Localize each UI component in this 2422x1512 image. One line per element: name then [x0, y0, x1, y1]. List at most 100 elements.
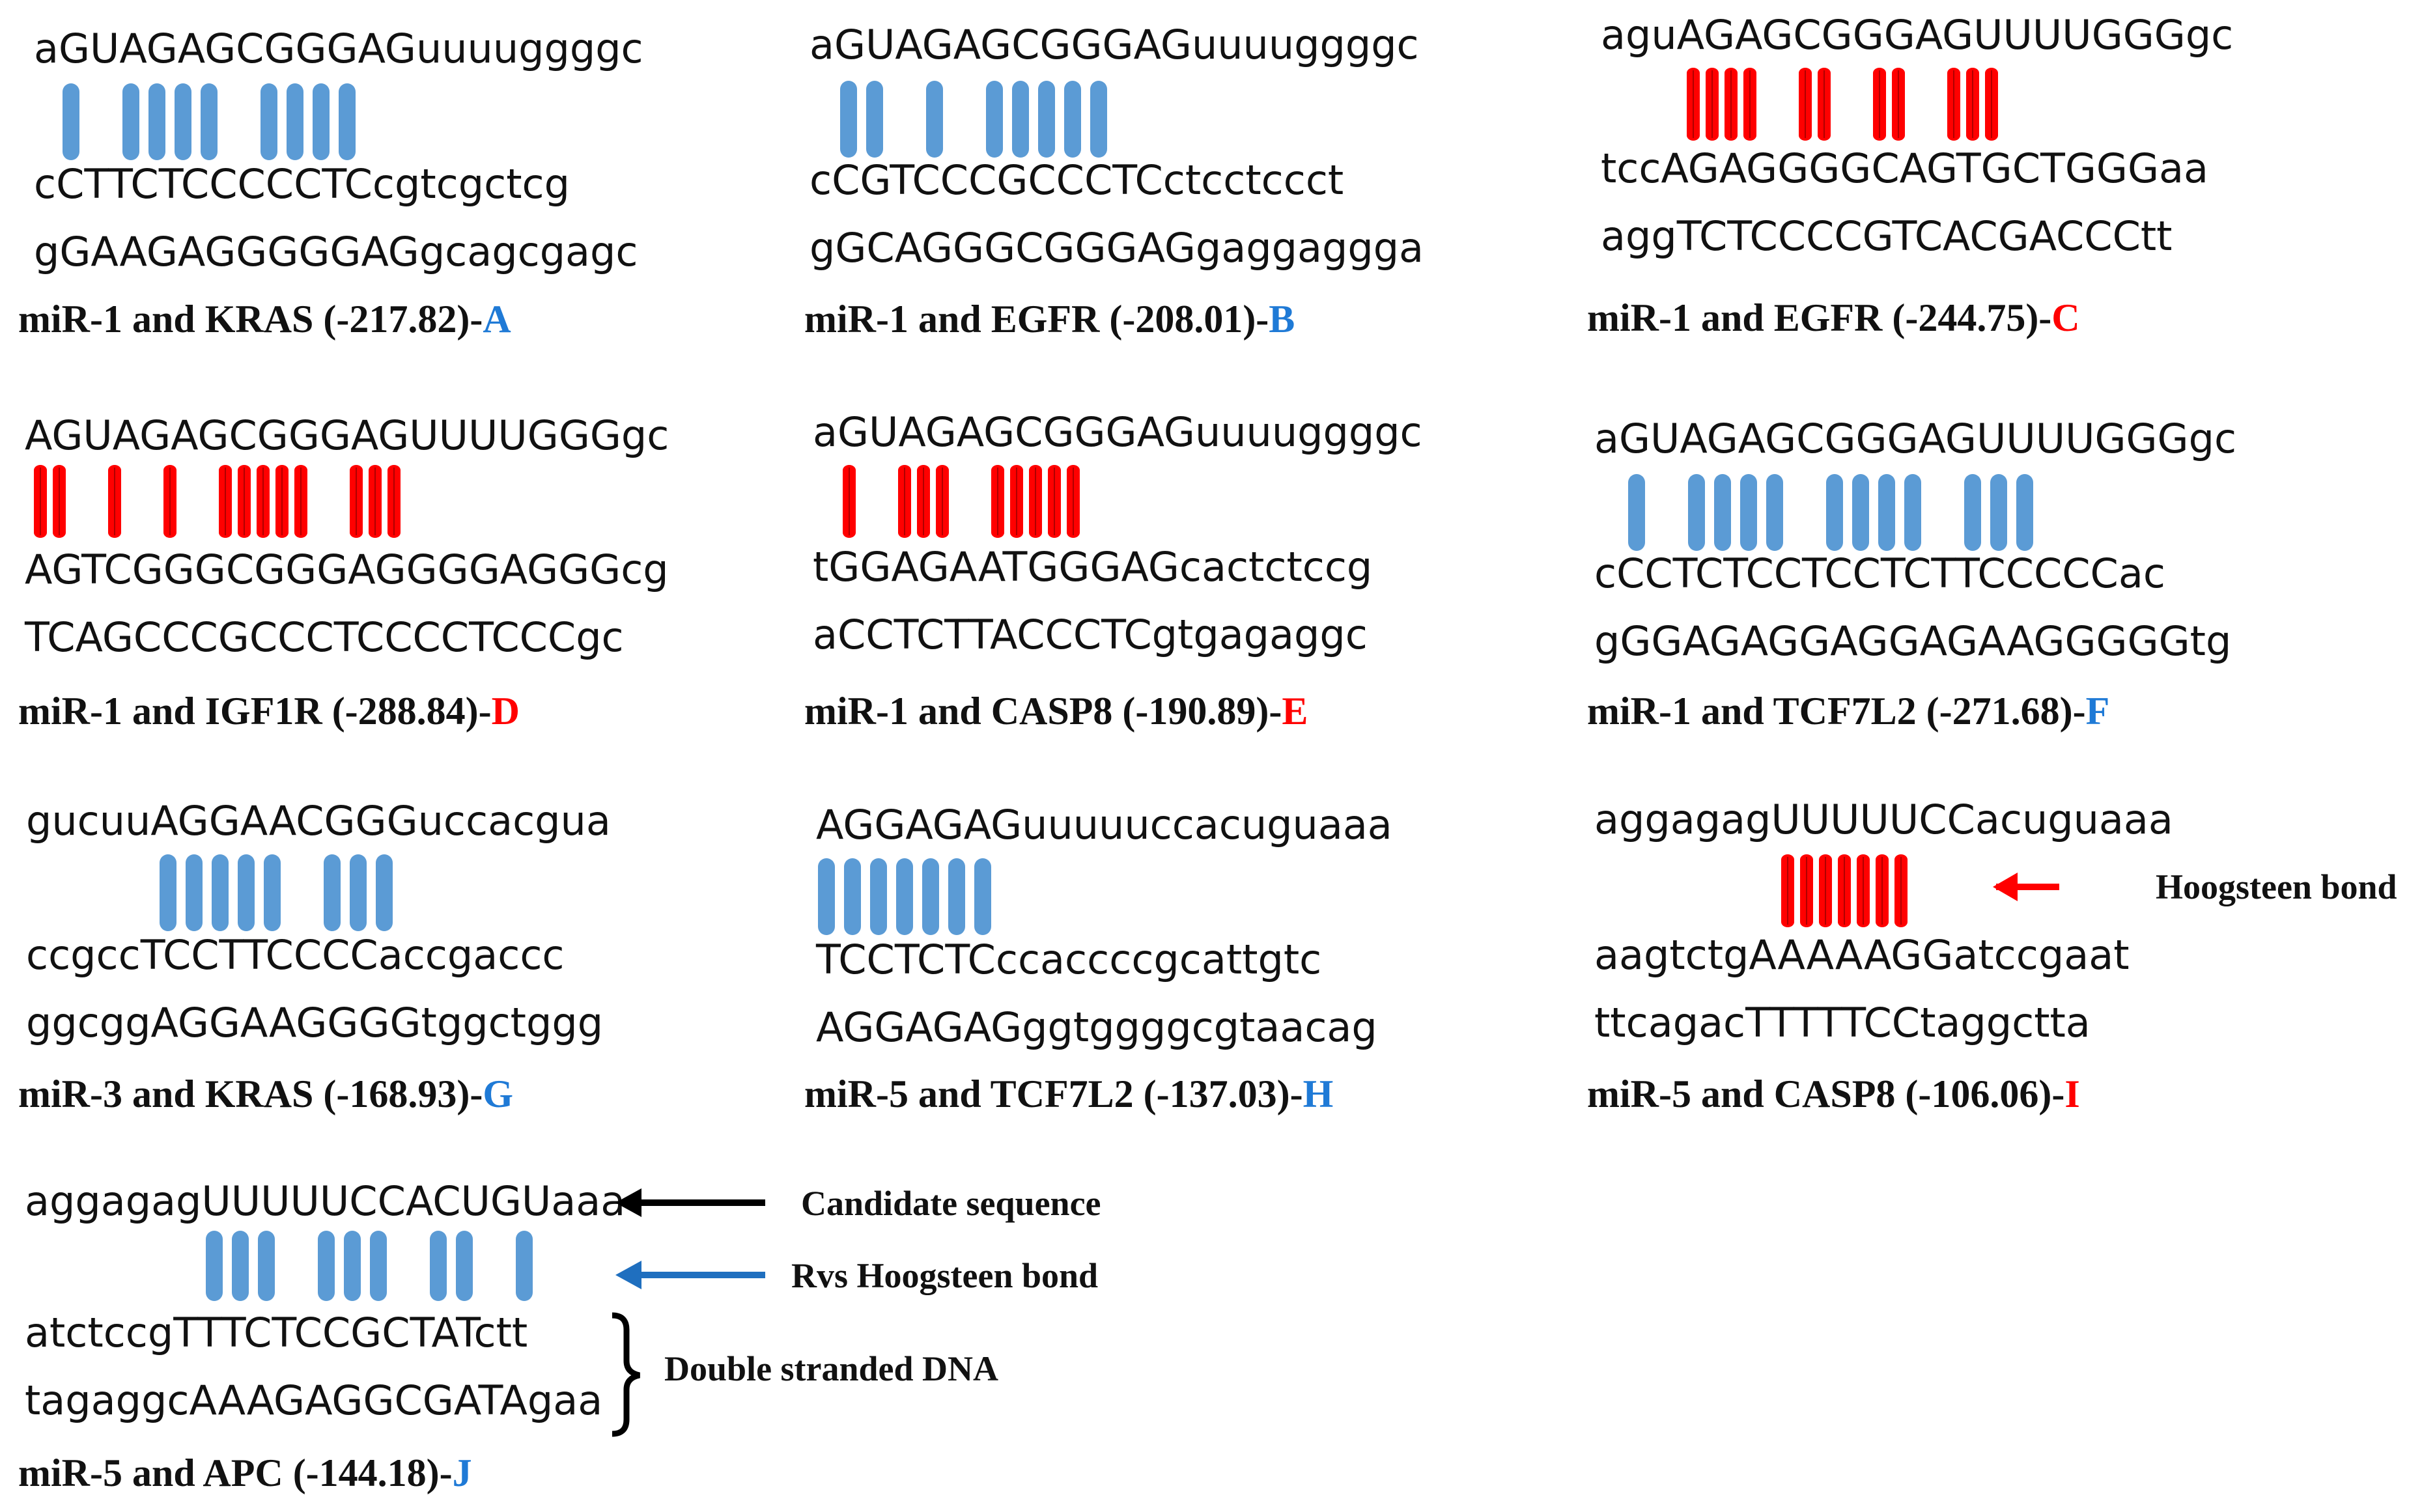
rvs-hoogsteen-bond-mark: [1064, 81, 1081, 158]
rvs-hoogsteen-bond-mark: [986, 81, 1003, 158]
rvs-hoogsteen-bond-mark: [258, 1231, 275, 1301]
panel-letter: A: [483, 298, 511, 341]
panel-caption: miR-5 and TCF7L2 (-137.03)-H: [804, 1072, 1333, 1115]
rvs-hoogsteen-bond-mark: [175, 83, 191, 160]
hoogsteen-bond-arrow: [1993, 873, 2059, 901]
rvs-hoogsteen-bond-mark: [948, 858, 965, 935]
caption-text: miR-5 and CASP8 (-106.06)-: [1587, 1072, 2064, 1115]
panel-letter: E: [1282, 690, 1308, 733]
rvs-hoogsteen-bond-mark: [1766, 474, 1783, 551]
panel-letter: I: [2064, 1072, 2079, 1115]
bond-marks: [840, 81, 1107, 158]
rvs-hoogsteen-bond-mark: [870, 858, 887, 935]
rvs-hoogsteen-bond-mark: [160, 854, 176, 931]
bond-marks: [818, 858, 991, 935]
rvs-hoogsteen-bond-mark: [2016, 474, 2033, 551]
hoogsteen-bond-label: Hoogsteen bond: [2156, 867, 2397, 906]
rvs-hoogsteen-bond-mark: [1688, 474, 1705, 551]
double-strand-brace: [612, 1312, 641, 1437]
panel-caption: miR-3 and KRAS (-168.93)-G: [18, 1072, 513, 1115]
panel-g: gucuuAGGAACGGGuccacgua ccgccTCCTTCCCCacc…: [18, 797, 611, 1115]
rvs-hoogsteen-bond-mark: [206, 1231, 223, 1301]
bond-marks: [1781, 854, 1908, 927]
panel-caption: miR-1 and CASP8 (-190.89)-E: [804, 690, 1308, 733]
dna-strand-2: aCCTCTTACCCTCgtgagaggc: [813, 611, 1368, 658]
caption-text: miR-5 and APC (-144.18)-: [18, 1451, 453, 1494]
dna-strand-1: tGGAGAATGGGAGcactctccg: [813, 543, 1372, 591]
bond-marks: [843, 465, 1080, 538]
caption-text: miR-1 and IGF1R (-288.84)-: [18, 690, 492, 733]
rvs-hoogsteen-bond-mark: [866, 81, 883, 158]
rvs-hoogsteen-bond-mark: [430, 1231, 447, 1301]
panel-letter: C: [2051, 296, 2079, 339]
panel-caption: miR-5 and CASP8 (-106.06)-I: [1587, 1072, 2080, 1115]
bond-marks: [160, 854, 393, 931]
bond-marks: [206, 1231, 533, 1301]
mirna-sequence: aggagagUUUUUCCacuguaaa: [1594, 796, 2173, 843]
mirna-sequence: AGUAGAGCGGGAGUUUUGGGgc: [25, 412, 669, 459]
panel-letter: G: [483, 1072, 513, 1115]
caption-text: miR-1 and KRAS (-217.82)-: [18, 298, 483, 341]
rvs-hoogsteen-bond-mark: [974, 858, 991, 935]
dna-strand-1: tccAGAGGGGCAGTGCTGGGaa: [1601, 145, 2208, 192]
dna-strand-2: gGCAGGGCGGGAGgaggaggga: [810, 224, 1424, 272]
caption-text: miR-1 and TCF7L2 (-271.68)-: [1587, 690, 2086, 733]
panel-letter: F: [2086, 690, 2110, 733]
dna-strand-1: TCCTCTCccaccccgcattgtc: [815, 936, 1321, 983]
panel-caption: miR-1 and EGFR (-208.01)-B: [804, 298, 1295, 341]
rvs-hoogsteen-bond-mark: [201, 83, 218, 160]
rvs-hoogsteen-bond-mark: [926, 81, 943, 158]
caption-text: miR-5 and TCF7L2 (-137.03)-: [804, 1072, 1303, 1115]
rvs-hoogsteen-bond-mark: [1904, 474, 1921, 551]
caption-text: miR-1 and EGFR (-244.75)-: [1587, 296, 2051, 339]
rvs-hoogsteen-bond-mark: [456, 1231, 473, 1301]
rvs-hoogsteen-bond-mark: [238, 854, 255, 931]
rvs-hoogsteen-bond-mark: [324, 854, 341, 931]
panel-caption: miR-1 and EGFR (-244.75)-C: [1587, 296, 2080, 339]
dna-strand-2: ttcagacTTTTTCCtaggctta: [1594, 999, 2091, 1046]
bond-marks: [63, 83, 356, 160]
mirna-sequence: aGUAGAGCGGGAGuuuuggggc: [810, 21, 1419, 68]
rvs-hoogsteen-bond-mark: [339, 83, 356, 160]
panel-j: aggagagUUUUUCCACUGUaaa atctccgTTTCTCCGCT…: [18, 1177, 1101, 1494]
rvs-hoogsteen-bond-mark: [1990, 474, 2007, 551]
mirna-sequence: aGUAGAGCGGGAGuuuuggggc: [34, 25, 643, 72]
dna-strand-2: gGGAGAGGAGGAGAAGGGGGtg: [1594, 617, 2231, 665]
rvs-hoogsteen-bond-mark: [844, 858, 861, 935]
rvs-hoogsteen-bond-mark: [1878, 474, 1895, 551]
mirna-sequence: AGGAGAGuuuuuccacuguaaa: [816, 801, 1392, 848]
rvs-hoogsteen-bond-mark: [370, 1231, 387, 1301]
rvs-hoogsteen-bond-arrow: [615, 1261, 765, 1289]
arrow-head: [1993, 873, 2018, 901]
mirna-sequence: gucuuAGGAACGGGuccacgua: [26, 797, 611, 845]
caption-text: miR-3 and KRAS (-168.93)-: [18, 1072, 483, 1115]
dna-strand-2: gGAAGAGGGGGAGgcagcgagc: [34, 228, 638, 275]
rvs-hoogsteen-bond-mark: [1714, 474, 1731, 551]
rvs-hoogsteen-bond-mark: [261, 83, 277, 160]
dna-strand-1: ccgccTCCTTCCCCaccgaccc: [26, 931, 565, 979]
panel-caption: miR-1 and IGF1R (-288.84)-D: [18, 690, 520, 733]
panel-caption: miR-1 and KRAS (-217.82)-A: [18, 298, 511, 341]
rvs-hoogsteen-bond-mark: [1826, 474, 1843, 551]
dna-strand-2: tagaggcAAAGAGGCGATAgaa: [25, 1377, 602, 1424]
panel-caption: miR-5 and APC (-144.18)-J: [18, 1451, 472, 1494]
arrow-head: [615, 1261, 641, 1289]
dna-strand-2: aggTCTCCCCGTCACGACCCtt: [1601, 212, 2172, 260]
rvs-hoogsteen-bond-mark: [1090, 81, 1107, 158]
rvs-hoogsteen-bond-mark: [186, 854, 203, 931]
rvs-hoogsteen-bond-mark: [318, 1231, 335, 1301]
panel-letter: J: [453, 1451, 472, 1494]
candidate-sequence-arrow: [615, 1188, 765, 1217]
rvs-hoogsteen-bond-mark: [896, 858, 913, 935]
dna-strand-1: aagtctgAAAAAGGatccgaat: [1594, 931, 2130, 979]
caption-text: miR-1 and EGFR (-208.01)-: [804, 298, 1269, 341]
rvs-hoogsteen-bond-mark: [63, 83, 79, 160]
rvs-hoogsteen-bond-mark: [1012, 81, 1029, 158]
caption-text: miR-1 and CASP8 (-190.89)-: [804, 690, 1282, 733]
bond-marks: [1628, 474, 2033, 551]
rvs-hoogsteen-bond-mark: [818, 858, 835, 935]
rvs-hoogsteen-bond-mark: [1740, 474, 1757, 551]
dna-strand-1: cCGTCCCGCCCTCctcctccct: [810, 156, 1344, 204]
rvs-hoogsteen-bond-mark: [1038, 81, 1055, 158]
